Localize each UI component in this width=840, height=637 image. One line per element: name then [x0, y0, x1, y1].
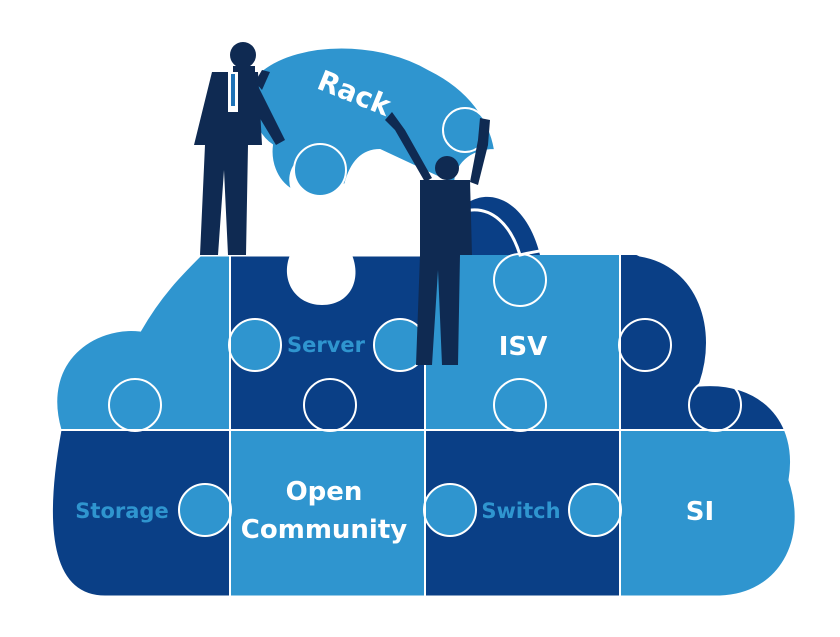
server-label: Server — [287, 333, 366, 357]
empty-rack-socket — [286, 255, 356, 305]
si-label: SI — [686, 497, 714, 527]
switch-label: Switch — [481, 499, 560, 523]
businessman-right — [385, 112, 490, 365]
isv-label: ISV — [499, 332, 548, 362]
storage-label: Storage — [75, 499, 168, 523]
cloud-outline — [49, 208, 798, 599]
rack-piece — [250, 46, 497, 197]
piece-open-community — [230, 430, 425, 597]
community-label: Community — [241, 515, 407, 545]
businessman-left — [194, 42, 285, 255]
piece-si — [620, 430, 797, 597]
open-label: Open — [286, 477, 363, 507]
puzzle-knobs — [108, 253, 742, 537]
